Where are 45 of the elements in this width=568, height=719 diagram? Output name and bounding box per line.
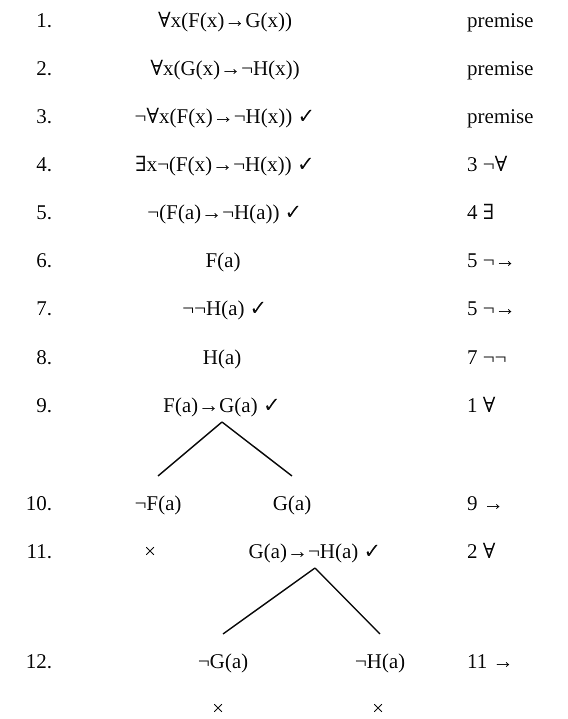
justification: 11 → [467,648,514,674]
formula: F(a) [206,247,240,273]
closed-branch-mark: × [372,695,384,719]
formula: ∀x(F(x)→G(x)) [158,7,292,33]
line-number: 6. [36,247,52,273]
formula: ¬¬H(a) ✓ [182,295,268,321]
justification: 1 ∀ [467,392,496,418]
justification: 4 ∃ [467,199,494,225]
line-number: 8. [36,344,52,370]
closed-branch-mark: × [212,695,224,719]
line-number: 10. [26,490,52,516]
formula: ¬(F(a)→¬H(a)) ✓ [147,199,303,225]
branch-line [157,421,223,477]
justification: 9 → [467,490,504,516]
line-number: 1. [36,7,52,33]
formula: ¬F(a) [134,490,182,516]
formula: G(a)→¬H(a) ✓ [248,538,382,564]
formula: G(a) [272,490,312,516]
formula: ∀x(G(x)→¬H(x)) [150,55,300,81]
line-number: 12. [26,648,52,674]
justification: 5 ¬→ [467,247,516,273]
formula: H(a) [202,344,242,370]
line-number: 9. [36,392,52,418]
formula: F(a)→G(a) ✓ [163,392,281,418]
branch-line [314,567,381,635]
justification: 7 ¬¬ [467,344,506,370]
justification: 5 ¬→ [467,295,516,321]
formula: ∃x¬(F(x)→¬H(x)) ✓ [135,151,315,177]
justification: premise [467,55,534,81]
justification: 3 ¬∀ [467,151,508,177]
formula: ¬G(a) [198,648,248,674]
line-number: 7. [36,295,52,321]
line-number: 2. [36,55,52,81]
line-number: 3. [36,103,52,129]
line-number: 11. [26,538,52,564]
line-number: 5. [36,199,52,225]
branch-line [222,421,292,477]
branch-line [222,567,316,635]
line-number: 4. [36,151,52,177]
closed-branch-mark: × [144,538,156,564]
formula: ¬∀x(F(x)→¬H(x)) ✓ [134,103,316,129]
justification: 2 ∀ [467,538,496,564]
formula: ¬H(a) [354,648,406,674]
justification: premise [467,103,534,129]
justification: premise [467,7,534,33]
